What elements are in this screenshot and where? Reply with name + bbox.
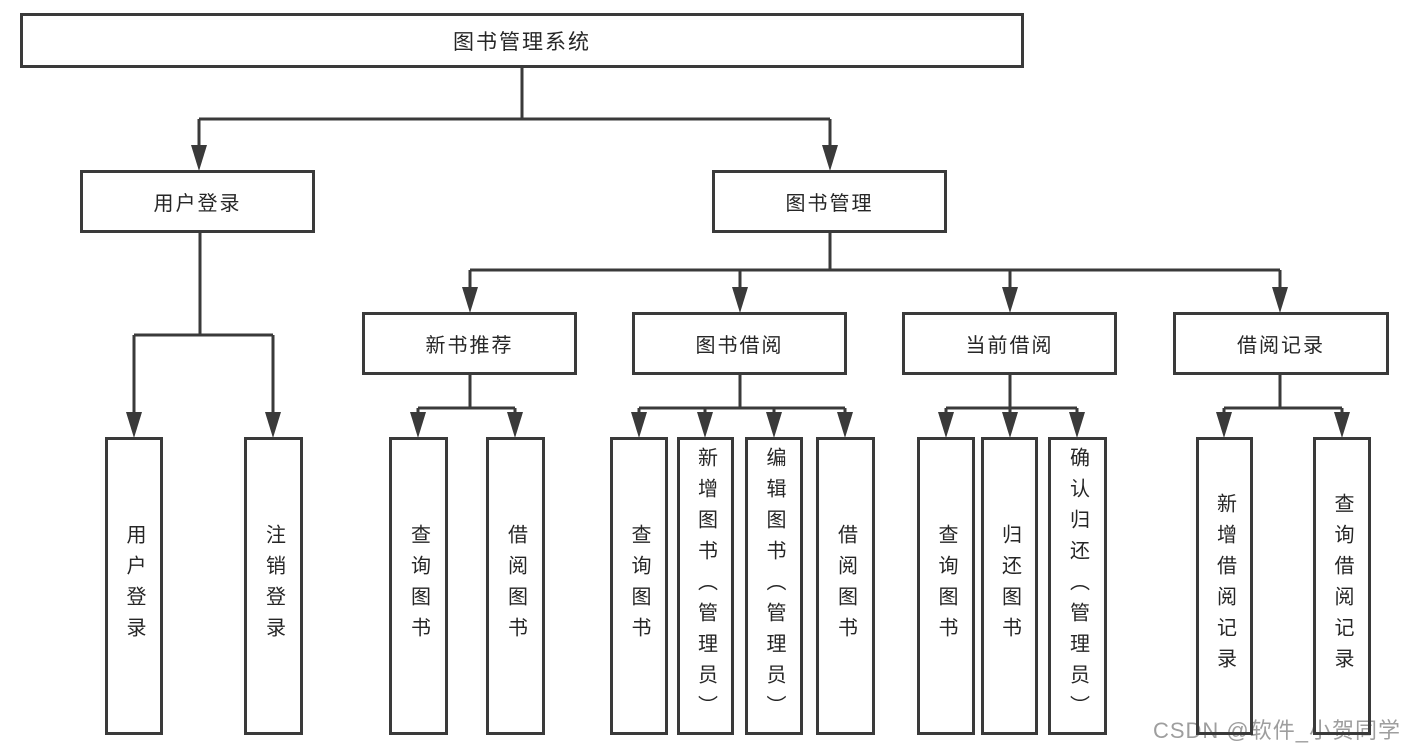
leaf-label: 用户登录: [123, 524, 145, 648]
arrowhead: [938, 412, 954, 438]
leaf-add-books-admin: 新增图书（管理员）: [677, 437, 734, 735]
node-root-label: 图书管理系统: [453, 30, 591, 54]
node-user-login-branch: 用户登录: [80, 170, 315, 233]
node-book-mgmt-branch: 图书管理: [712, 170, 947, 233]
arrowhead: [1272, 287, 1288, 313]
csdn-watermark: CSDN @软件_小贺同学: [1152, 718, 1401, 743]
node-book-borrow: 图书借阅: [632, 312, 847, 375]
connector-user-login-leaves: [132, 233, 275, 416]
arrowhead: [126, 412, 142, 438]
arrowhead: [822, 145, 838, 171]
node-user-login-label: 用户登录: [153, 193, 242, 215]
node-book-mgmt-label: 图书管理: [785, 193, 874, 215]
leaf-label: 借阅图书: [504, 524, 527, 648]
arrowhead: [265, 412, 281, 438]
arrowhead: [191, 145, 207, 171]
leaf-query-books-2: 查询图书: [610, 437, 668, 735]
leaf-logout: 注销登录: [244, 437, 303, 735]
arrowhead: [837, 412, 853, 438]
leaf-edit-books-admin: 编辑图书（管理员）: [745, 437, 803, 735]
arrowhead: [1069, 412, 1085, 438]
leaf-label: 确认归还（管理员）: [1066, 446, 1089, 726]
leaf-add-borrow-record: 新增借阅记录: [1196, 437, 1253, 735]
node-borrow-records: 借阅记录: [1173, 312, 1389, 375]
arrowhead: [410, 412, 426, 438]
leaf-label: 新增图书（管理员）: [694, 446, 717, 726]
connector-current-borrow-leaves: [944, 375, 1079, 416]
arrowhead: [507, 412, 523, 438]
connector-new-book-leaves: [416, 375, 517, 416]
leaf-query-books-1: 查询图书: [389, 437, 448, 735]
leaf-confirm-return-admin: 确认归还（管理员）: [1048, 437, 1107, 735]
arrowhead: [1216, 412, 1232, 438]
leaf-query-books-3: 查询图书: [917, 437, 975, 735]
arrowhead: [766, 412, 782, 438]
connector-book-mgmt-to-level3: [468, 232, 1282, 291]
leaf-borrow-books-2: 借阅图书: [816, 437, 875, 735]
node-root-system: 图书管理系统: [20, 13, 1024, 68]
node-new-book-recommend: 新书推荐: [362, 312, 577, 375]
leaf-label: 编辑图书（管理员）: [763, 446, 785, 726]
arrowhead: [697, 412, 713, 438]
leaf-label: 查询图书: [628, 524, 650, 648]
arrowhead: [1002, 287, 1018, 313]
leaf-label: 查询图书: [935, 524, 957, 648]
arrowhead: [732, 287, 748, 313]
leaf-user-login: 用户登录: [105, 437, 163, 735]
node-new-book-label: 新书推荐: [425, 335, 514, 357]
leaf-label: 查询借阅记录: [1331, 493, 1353, 679]
connector-borrow-records-leaves: [1222, 375, 1344, 416]
leaf-return-books: 归还图书: [981, 437, 1038, 735]
node-current-borrow: 当前借阅: [902, 312, 1117, 375]
arrowhead: [1002, 412, 1018, 438]
leaf-label: 注销登录: [262, 524, 285, 648]
arrowhead: [462, 287, 478, 313]
leaf-label: 新增借阅记录: [1213, 493, 1236, 679]
node-book-borrow-label: 图书借阅: [695, 335, 784, 357]
leaf-query-borrow-record: 查询借阅记录: [1313, 437, 1371, 735]
node-borrow-records-label: 借阅记录: [1237, 335, 1325, 357]
leaf-label: 查询图书: [407, 524, 430, 648]
node-current-borrow-label: 当前借阅: [965, 335, 1054, 357]
leaf-label: 归还图书: [998, 524, 1021, 648]
connector-book-borrow-leaves: [637, 375, 847, 416]
leaf-borrow-books-1: 借阅图书: [486, 437, 545, 735]
leaf-label: 借阅图书: [834, 524, 857, 648]
arrowhead: [1334, 412, 1350, 438]
arrowhead: [631, 412, 647, 438]
connector-root-to-level2: [197, 68, 832, 150]
